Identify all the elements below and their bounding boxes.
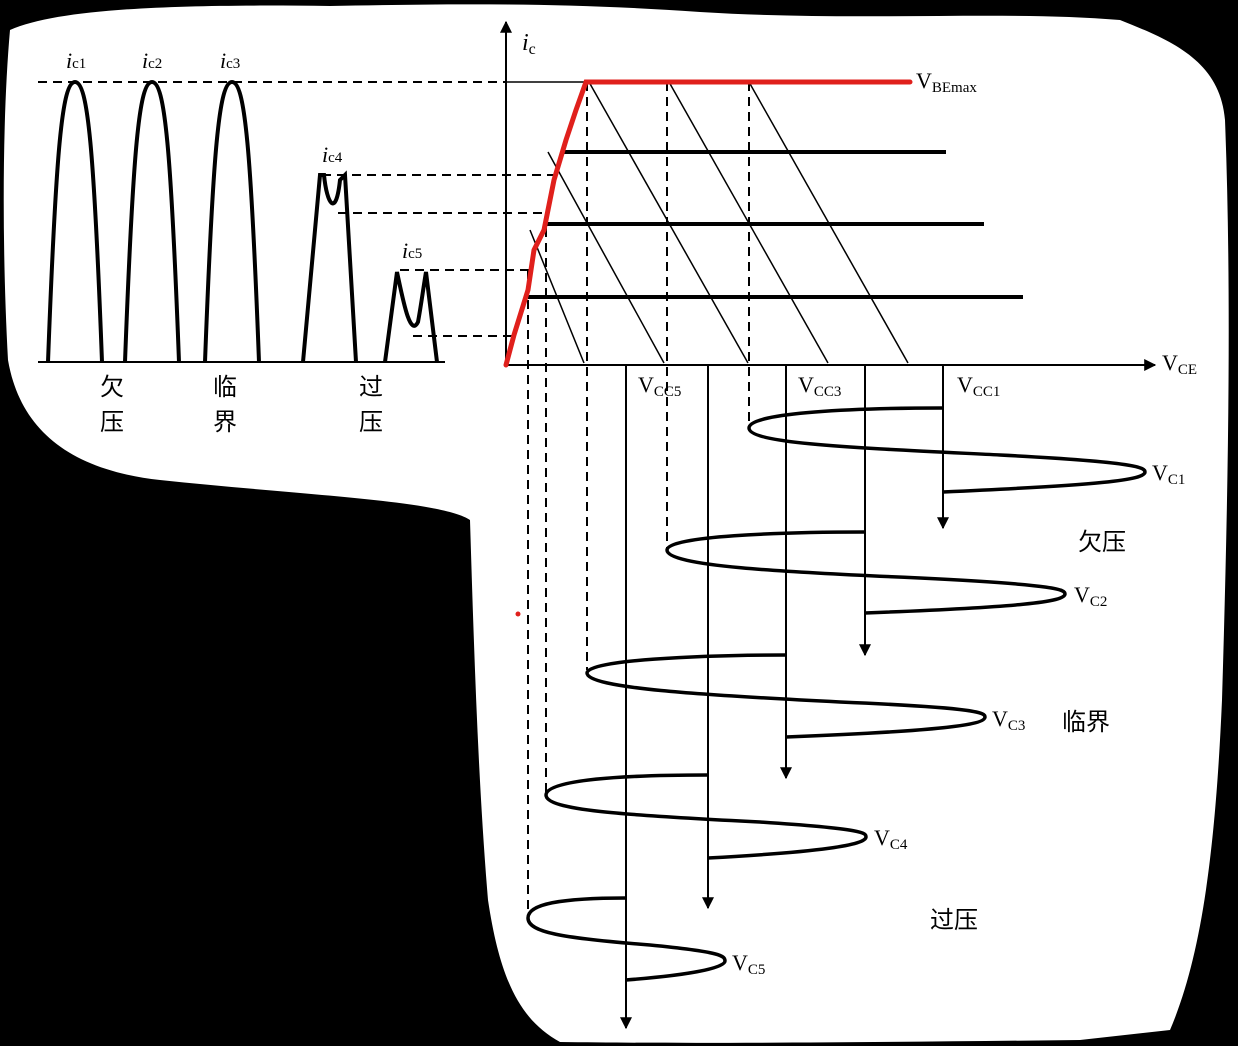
- waveform-vc2: [665, 530, 1067, 615]
- pulse-label-ic1: ic1: [66, 48, 86, 73]
- pulse-label-ic3: ic3: [220, 48, 240, 73]
- vc1-label: VC1: [1152, 460, 1185, 488]
- x-axis-label: VCE: [1162, 350, 1197, 378]
- pulse-region-underdriven-2: 压: [100, 408, 124, 436]
- pulse-region-underdriven-1: 欠: [100, 373, 124, 401]
- pulse-region-critical-2: 界: [213, 408, 237, 436]
- waveform-vc3: [585, 653, 987, 739]
- vc4-label: VC4: [874, 825, 908, 853]
- vc5-label: VC5: [732, 950, 765, 978]
- pulse-region-overdriven-2: 压: [359, 408, 383, 436]
- red-dot: [515, 611, 521, 617]
- load-line-4: [547, 151, 665, 364]
- y-axis-label: ic: [522, 30, 536, 58]
- pulse-label-ic4: ic4: [322, 142, 343, 167]
- region-critical-label: 临界: [1062, 708, 1110, 736]
- vc2-label: VC2: [1074, 582, 1107, 610]
- waveform-vc5: [526, 896, 727, 982]
- region-overdriven-label: 过压: [930, 906, 978, 934]
- paper-background: [3, 4, 1229, 1043]
- vcc5-label: VCC5: [638, 372, 681, 400]
- saturation-line: [503, 79, 913, 368]
- pulse-ic2: [123, 79, 181, 363]
- pulse-region-critical-1: 临: [213, 373, 237, 401]
- vc3-label: VC3: [992, 706, 1025, 734]
- pulse-ic1: [46, 79, 104, 363]
- waveform-vc1: [747, 406, 1147, 494]
- load-line-5: [529, 229, 585, 364]
- pulse-ic3: [203, 79, 261, 363]
- pulse-region-overdriven-1: 过: [359, 373, 383, 401]
- region-underdriven-label: 欠压: [1078, 528, 1126, 556]
- load-line-3: [588, 81, 749, 364]
- load-line-1: [748, 81, 909, 364]
- vcc1-label: VCC1: [957, 372, 1000, 400]
- pulse-label-ic5: ic5: [402, 238, 422, 263]
- vbemax-label: VBEmax: [916, 68, 977, 96]
- waveform-vc4: [544, 773, 868, 860]
- pulse-label-ic2: ic2: [142, 48, 162, 73]
- pulse-panel: [38, 79, 558, 363]
- vcc3-label: VCC3: [798, 372, 841, 400]
- pulse-ic5: [383, 271, 439, 363]
